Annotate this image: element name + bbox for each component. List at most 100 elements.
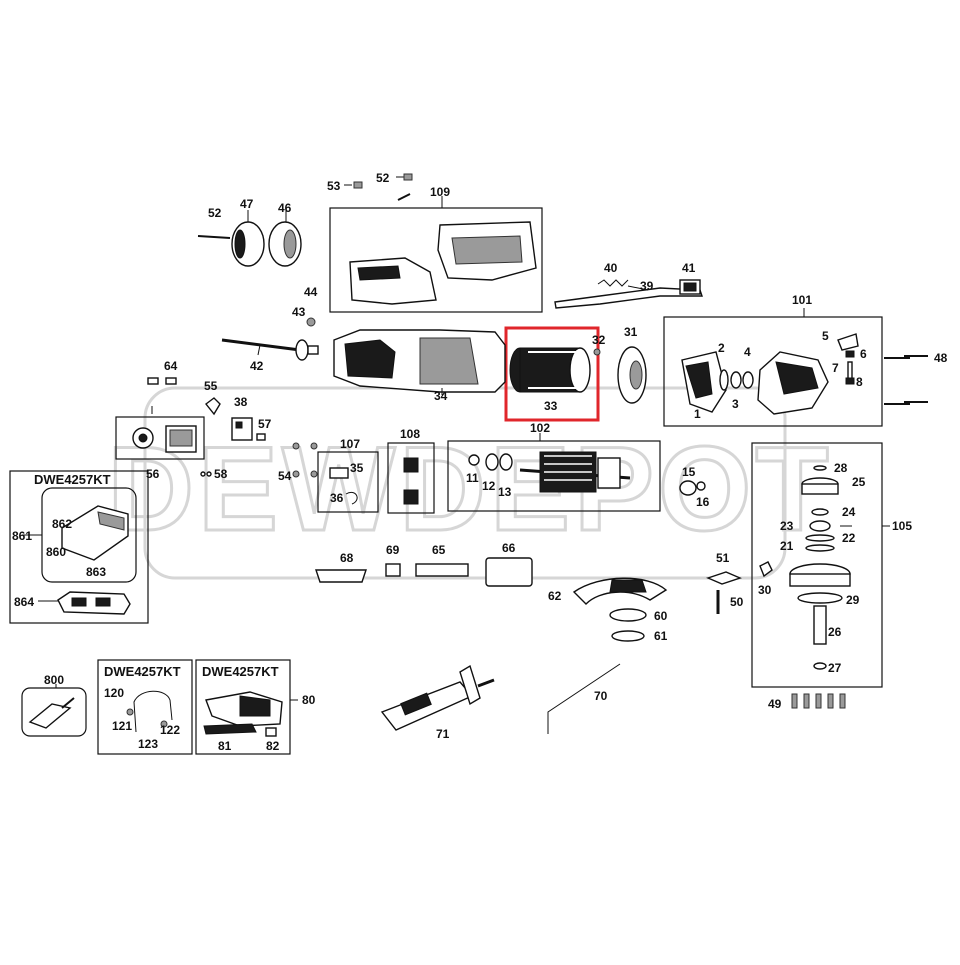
- part-82: [265, 727, 277, 737]
- label-p66: 66: [502, 541, 516, 555]
- guard-62: [572, 577, 668, 605]
- brush-holder-107: [329, 467, 358, 505]
- label-66: [485, 557, 533, 587]
- label-p862: 862: [52, 517, 72, 531]
- baffle-31: [617, 346, 647, 404]
- spindle-42: [221, 338, 319, 361]
- lever-51: [706, 571, 742, 585]
- label-p1: 1: [694, 407, 701, 421]
- label-p30: 30: [758, 583, 772, 597]
- label-p65: 65: [432, 543, 446, 557]
- group-box-101: [663, 316, 883, 427]
- label-p52b: 52: [208, 206, 222, 220]
- label-p800: 800: [44, 673, 64, 687]
- housing-109: [349, 221, 537, 305]
- screw-32: [593, 348, 601, 356]
- group-box-800: [21, 687, 87, 737]
- label-p26: 26: [828, 625, 842, 639]
- label-kit-120: DWE4257KT: [104, 664, 181, 679]
- flange-60: [609, 608, 647, 622]
- part-58: [200, 471, 212, 477]
- label-p31: 31: [624, 325, 638, 339]
- stator-33: [509, 347, 591, 393]
- group-box-107: [317, 451, 379, 513]
- label-p57: 57: [258, 417, 272, 431]
- label-p64: 64: [164, 359, 178, 373]
- label-p25: 25: [852, 475, 866, 489]
- side-handle-71: [380, 664, 495, 731]
- label-p108: 108: [400, 427, 420, 441]
- label-p80: 80: [302, 693, 316, 707]
- clip-55: [205, 397, 221, 416]
- label-p47: 47: [240, 197, 254, 211]
- label-p6: 6: [860, 347, 867, 361]
- label-p861: 861: [12, 529, 32, 543]
- label-p43: 43: [292, 305, 306, 319]
- ring-46: [268, 221, 302, 267]
- shroud-80: [205, 691, 283, 727]
- label-p5: 5: [822, 329, 829, 343]
- screw-52-left: [197, 235, 231, 239]
- label-p13: 13: [498, 485, 512, 499]
- group-box-105: [751, 442, 883, 688]
- label-p62: 62: [548, 589, 562, 603]
- label-p32: 32: [592, 333, 606, 347]
- part-labels: 53 52 109 52 47 46 40 41 39 44 43 101 5 …: [12, 171, 948, 753]
- label-p107: 107: [340, 437, 360, 451]
- part-81: [203, 723, 257, 735]
- label-p35: 35: [350, 461, 364, 475]
- washer-16: [696, 481, 706, 491]
- label-p120: 120: [104, 686, 124, 700]
- watermark-text: DEWDEPOT: [107, 422, 832, 556]
- nut-61: [611, 630, 645, 642]
- spring-40: [597, 279, 629, 287]
- label-p42: 42: [250, 359, 264, 373]
- group-box-108: [387, 442, 435, 514]
- armature-102: [468, 451, 631, 493]
- label-p48: 48: [934, 351, 948, 365]
- switch-38: [231, 417, 253, 441]
- label-p123: 123: [138, 737, 158, 751]
- part-30: [759, 561, 773, 578]
- screws-49: [791, 693, 846, 709]
- label-69: [385, 563, 401, 577]
- label-p12: 12: [482, 479, 496, 493]
- label-p16: 16: [696, 495, 710, 509]
- group-box-109: [329, 207, 543, 313]
- label-p109: 109: [430, 185, 450, 199]
- label-p39: 39: [640, 279, 654, 293]
- label-p22: 22: [842, 531, 856, 545]
- bearing-15: [679, 480, 697, 496]
- label-p7: 7: [832, 361, 839, 375]
- label-p49: 49: [768, 697, 782, 711]
- group-box-861: [9, 470, 149, 624]
- label-p21: 21: [780, 539, 794, 553]
- switch-41: [679, 279, 701, 295]
- screw-52-top: [396, 173, 413, 201]
- label-p60: 60: [654, 609, 668, 623]
- kit-case-861: [61, 505, 129, 561]
- label-kit-80: DWE4257KT: [202, 664, 279, 679]
- label-p70: 70: [594, 689, 608, 703]
- insert-864: [57, 591, 131, 615]
- label-p860: 860: [46, 545, 66, 559]
- electronics-56: [132, 425, 197, 453]
- flange-assembly-105: [789, 465, 851, 670]
- ring-47: [231, 221, 265, 267]
- group-box-80: [195, 659, 291, 755]
- label-p40: 40: [604, 261, 618, 275]
- label-p56: 56: [146, 467, 160, 481]
- label-p38: 38: [234, 395, 248, 409]
- label-p105: 105: [892, 519, 912, 533]
- label-p3: 3: [732, 397, 739, 411]
- label-p2: 2: [718, 341, 725, 355]
- label-p102: 102: [530, 421, 550, 435]
- screw-43: [306, 317, 316, 327]
- label-p54: 54: [278, 469, 292, 483]
- label-p53: 53: [327, 179, 341, 193]
- label-p27: 27: [828, 661, 842, 675]
- label-p23: 23: [780, 519, 794, 533]
- label-p101: 101: [792, 293, 812, 307]
